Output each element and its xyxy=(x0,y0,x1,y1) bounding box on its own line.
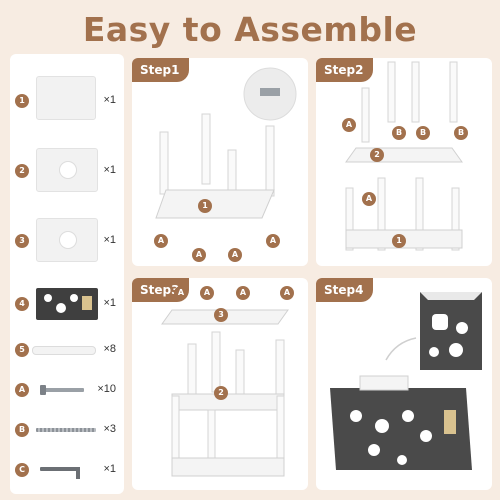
part-item: 5 ×8 xyxy=(10,340,124,360)
page-title: Easy to Assemble xyxy=(82,10,418,49)
part-item: 1 ×1 xyxy=(10,54,124,120)
board-number-badge: 3 xyxy=(214,308,228,322)
part-quantity: ×1 xyxy=(103,94,116,106)
post-icon xyxy=(32,346,96,355)
part-item: 3 ×1 xyxy=(10,216,124,266)
bolt-letter-badge: A xyxy=(154,234,168,248)
part-id-badge: 4 xyxy=(15,297,29,311)
step-label: Step2 xyxy=(316,58,374,82)
step-2-panel: Step2 2 1 A A B B B xyxy=(316,58,492,266)
part-id-badge: 5 xyxy=(15,343,29,357)
bolt-letter-badge: A xyxy=(342,118,356,132)
board-number-badge: 1 xyxy=(392,234,406,248)
step-3-panel: Step3 3 2 A A A A xyxy=(132,278,308,490)
step-1-panel: Step1 1 A A A A xyxy=(132,58,308,266)
part-quantity: ×3 xyxy=(103,423,116,435)
board-with-hole-icon xyxy=(36,148,98,192)
bolt-letter-badge: B xyxy=(454,126,468,140)
part-item: C ×1 xyxy=(10,458,124,480)
bolt-letter-badge: A xyxy=(266,234,280,248)
bolt-letter-badge: B xyxy=(392,126,406,140)
part-id-badge: 1 xyxy=(15,94,29,108)
bolt-icon xyxy=(40,385,84,395)
bolt-letter-badge: A xyxy=(236,286,250,300)
part-quantity: ×1 xyxy=(103,463,116,475)
step-label: Step4 xyxy=(316,278,374,302)
part-quantity: ×1 xyxy=(103,234,116,246)
top-board-icon xyxy=(36,76,96,120)
part-quantity: ×1 xyxy=(103,164,116,176)
bolt-letter-badge: A xyxy=(280,286,294,300)
bolt-letter-badge: A xyxy=(200,286,214,300)
part-id-badge: 3 xyxy=(15,234,29,248)
bolt-letter-badge: A xyxy=(228,248,242,262)
part-item: B ×3 xyxy=(10,420,124,440)
step-label: Step1 xyxy=(132,58,190,82)
part-id-badge: A xyxy=(15,383,29,397)
step-1-illustration xyxy=(155,67,297,219)
step-4-panel: Step4 xyxy=(316,278,492,490)
part-id-badge: B xyxy=(15,423,29,437)
bolt-letter-badge: A xyxy=(174,286,188,300)
condo-panel-icon xyxy=(36,288,98,320)
board-number-badge: 1 xyxy=(198,199,212,213)
double-screw-icon xyxy=(36,428,96,432)
part-id-badge: 2 xyxy=(15,164,29,178)
bolt-letter-badge: A xyxy=(362,192,376,206)
bolt-letter-badge: B xyxy=(416,126,430,140)
board-number-badge: 2 xyxy=(214,386,228,400)
part-quantity: ×8 xyxy=(103,343,116,355)
part-quantity: ×10 xyxy=(97,383,116,395)
part-item: 4 ×1 xyxy=(10,286,124,326)
part-id-badge: C xyxy=(15,463,29,477)
part-quantity: ×1 xyxy=(103,297,116,309)
part-item: A ×10 xyxy=(10,380,124,400)
board-with-hole-icon xyxy=(36,218,98,262)
allen-key-icon xyxy=(40,467,80,479)
step-2-illustration xyxy=(345,61,463,251)
part-item: 2 ×1 xyxy=(10,146,124,196)
step-4-illustration xyxy=(330,292,482,470)
board-number-badge: 2 xyxy=(370,148,384,162)
parts-list: 1 ×1 2 ×1 3 ×1 4 ×1 5 ×8 A xyxy=(10,54,124,494)
bolt-letter-badge: A xyxy=(192,248,206,262)
step-3-illustration xyxy=(161,309,289,477)
